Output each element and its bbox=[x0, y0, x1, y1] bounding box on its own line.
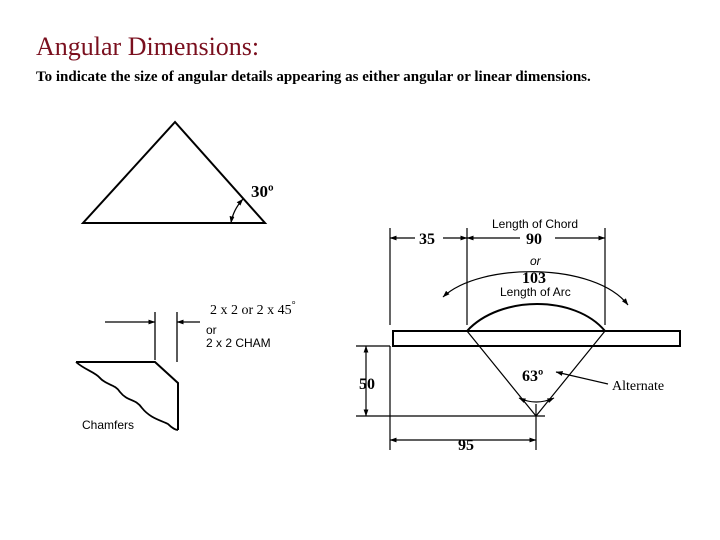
chamfer-caption: Chamfers bbox=[82, 418, 134, 432]
apex-angle-value: 63º bbox=[522, 368, 543, 385]
chamfer-callout-label: 2 x 2 CHAM bbox=[206, 336, 271, 350]
arc-or-label: or bbox=[530, 254, 542, 268]
triangle-angle-label: 30º bbox=[251, 182, 274, 201]
chamfer-part-outline bbox=[76, 361, 179, 430]
height-dimension-value: 50 bbox=[359, 376, 375, 393]
arc-part-drawing bbox=[356, 228, 681, 450]
arc-length-dimension bbox=[442, 271, 629, 306]
angle-leg-right bbox=[535, 330, 606, 417]
arc-dimension-value: 103 bbox=[522, 270, 546, 287]
arc-boss bbox=[466, 303, 606, 332]
chamfer-size-label: 2 x 2 or 2 x 45° bbox=[210, 300, 296, 318]
chamfer-break-line bbox=[75, 361, 179, 431]
chord-heading: Length of Chord bbox=[492, 217, 578, 231]
alternate-label: Alternate bbox=[612, 379, 664, 394]
offset-dimension-value: 35 bbox=[419, 231, 435, 248]
chamfer-or-label: or bbox=[206, 323, 217, 337]
triangle-drawing bbox=[80, 120, 268, 224]
slide-subtitle: To indicate the size of angular details … bbox=[36, 69, 591, 85]
apex-angle-arc bbox=[518, 397, 555, 404]
chord-dimension-value: 90 bbox=[526, 231, 542, 248]
slide-title: Angular Dimensions: bbox=[36, 32, 260, 61]
base-plate bbox=[392, 330, 681, 347]
chamfer-drawing bbox=[75, 312, 200, 431]
triangle-angle-arc bbox=[229, 198, 244, 224]
alternate-leader-arrow bbox=[555, 371, 609, 385]
degree-mark: ° bbox=[292, 300, 296, 311]
width-dimension-value: 95 bbox=[458, 437, 474, 454]
triangle-outline bbox=[80, 120, 268, 224]
arc-heading: Length of Arc bbox=[500, 285, 571, 299]
